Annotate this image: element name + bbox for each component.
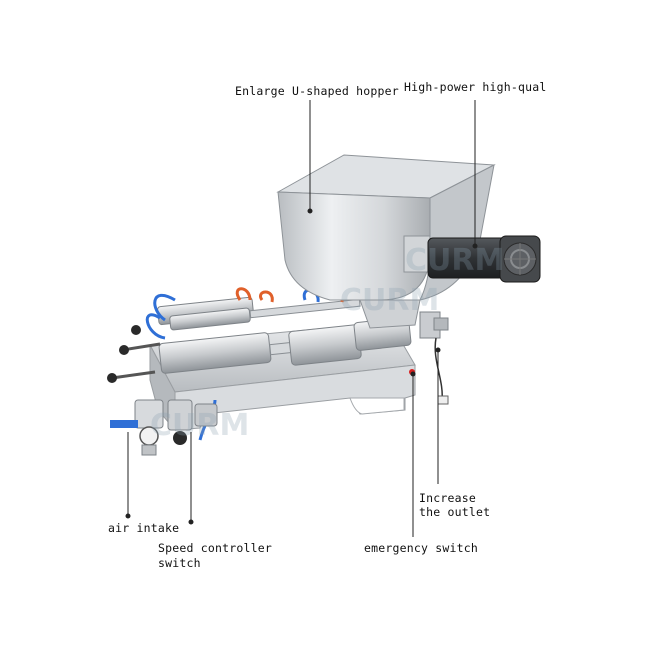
watermark-text: CURM bbox=[150, 408, 249, 443]
filter-regulator bbox=[110, 399, 218, 456]
pneumatic-cylinders bbox=[157, 296, 412, 374]
callout-emergency: emergency switch bbox=[364, 541, 478, 555]
callout-hopper: Enlarge U-shaped hopper bbox=[235, 84, 399, 98]
callout-motor: High-power high-qual bbox=[404, 80, 547, 94]
adjustment-knobs bbox=[107, 325, 161, 383]
outlet-nozzle bbox=[419, 311, 449, 405]
callout-air-intake: air intake bbox=[108, 521, 180, 535]
callout-speed-line1: Speed controller bbox=[158, 541, 272, 555]
callout-speed-line2: switch bbox=[158, 556, 201, 570]
motor bbox=[403, 235, 541, 283]
leader-lines bbox=[125, 100, 478, 537]
watermark-text: CURM bbox=[405, 243, 504, 278]
callout-outlet-line1: Increase bbox=[419, 491, 476, 505]
callout-outlet-line2: the outlet bbox=[419, 505, 491, 519]
watermark-text: CURM bbox=[340, 283, 439, 318]
